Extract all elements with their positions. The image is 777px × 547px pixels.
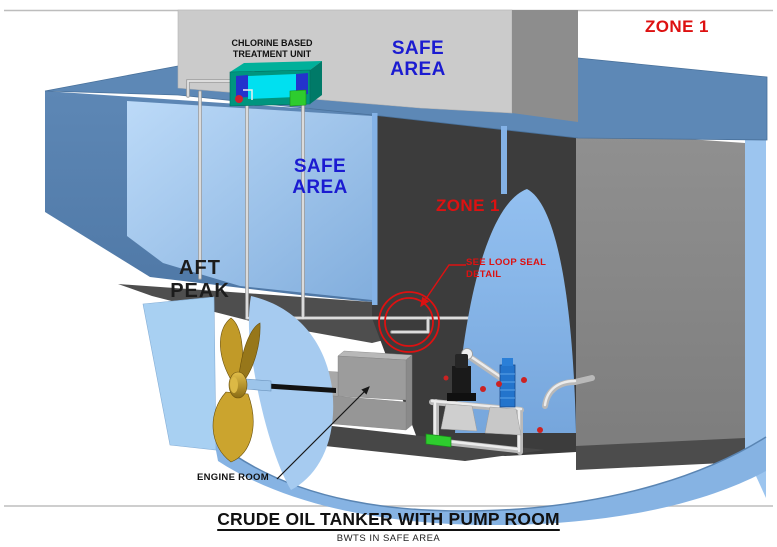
stern-boss [248, 296, 334, 490]
deck-penetration-pipe [501, 126, 507, 194]
safe-area-label-deckhouse: SAFE AREA [381, 38, 455, 80]
foundation-block [440, 403, 478, 432]
treatment-unit-label-line1: CHLORINE BASED [231, 38, 313, 48]
side-shell-strip [745, 134, 766, 498]
foundation-block [484, 406, 522, 436]
rudder [142, 296, 217, 451]
hull-bottom [214, 437, 766, 526]
treatment-unit-label-line2: TREATMENT UNIT [232, 49, 312, 59]
loop-seal-line2: DETAIL [466, 269, 502, 280]
safe-line2: AREA [390, 59, 446, 80]
treatment-unit [229, 61, 322, 107]
engine-room-leader-line [276, 386, 370, 480]
treatment-unit-panel [296, 73, 308, 95]
zone1-label-top: ZONE 1 [645, 17, 709, 36]
propeller [212, 317, 261, 463]
engine-block [321, 350, 413, 431]
safe-area-label-casing: SAFE AREA [283, 156, 357, 198]
chemical-pump [447, 354, 476, 401]
aft-hull [45, 91, 372, 302]
pump-room-arch [455, 189, 576, 433]
treatment-unit-window [248, 74, 296, 99]
loop-seal-leader-line [420, 264, 466, 308]
safe-line1: SAFE [391, 38, 445, 59]
aft-peak-line1: AFT [179, 257, 221, 279]
treatment-unit-label: CHLORINE BASED TREATMENT UNIT [215, 38, 329, 60]
engine-room-floor [270, 419, 545, 461]
pump-skid [425, 348, 595, 455]
skid-base-green [425, 433, 452, 448]
title-block: CRUDE OIL TANKER WITH PUMP ROOM BWTS IN … [0, 509, 777, 544]
aft-bulkhead [576, 131, 745, 470]
engine-room-label: ENGINE ROOM [197, 472, 269, 483]
shaft-sleeve [245, 378, 272, 392]
treatment-unit-door [236, 75, 248, 98]
loop-seal-circle [378, 291, 440, 353]
safe-line2: AREA [292, 177, 348, 198]
bulkhead-edge-strip [372, 113, 378, 305]
diagram-subtitle: BWTS IN SAFE AREA [336, 533, 441, 544]
treatment-unit-tank [289, 89, 307, 107]
valves [443, 375, 543, 433]
filter-unit [499, 358, 516, 408]
aft-peak-line2: PEAK [170, 280, 230, 302]
loop-seal-line1: SEE LOOP SEAL [466, 257, 547, 268]
safe-line1: SAFE [293, 156, 347, 177]
aft-peak-label: AFT PEAK [158, 257, 242, 303]
dosing-ball [235, 95, 243, 103]
zone1-label-pump-room: ZONE 1 [436, 196, 500, 215]
diagram-title: CRUDE OIL TANKER WITH PUMP ROOM [217, 509, 560, 529]
loop-seal-note: SEE LOOP SEAL DETAIL [466, 257, 546, 281]
